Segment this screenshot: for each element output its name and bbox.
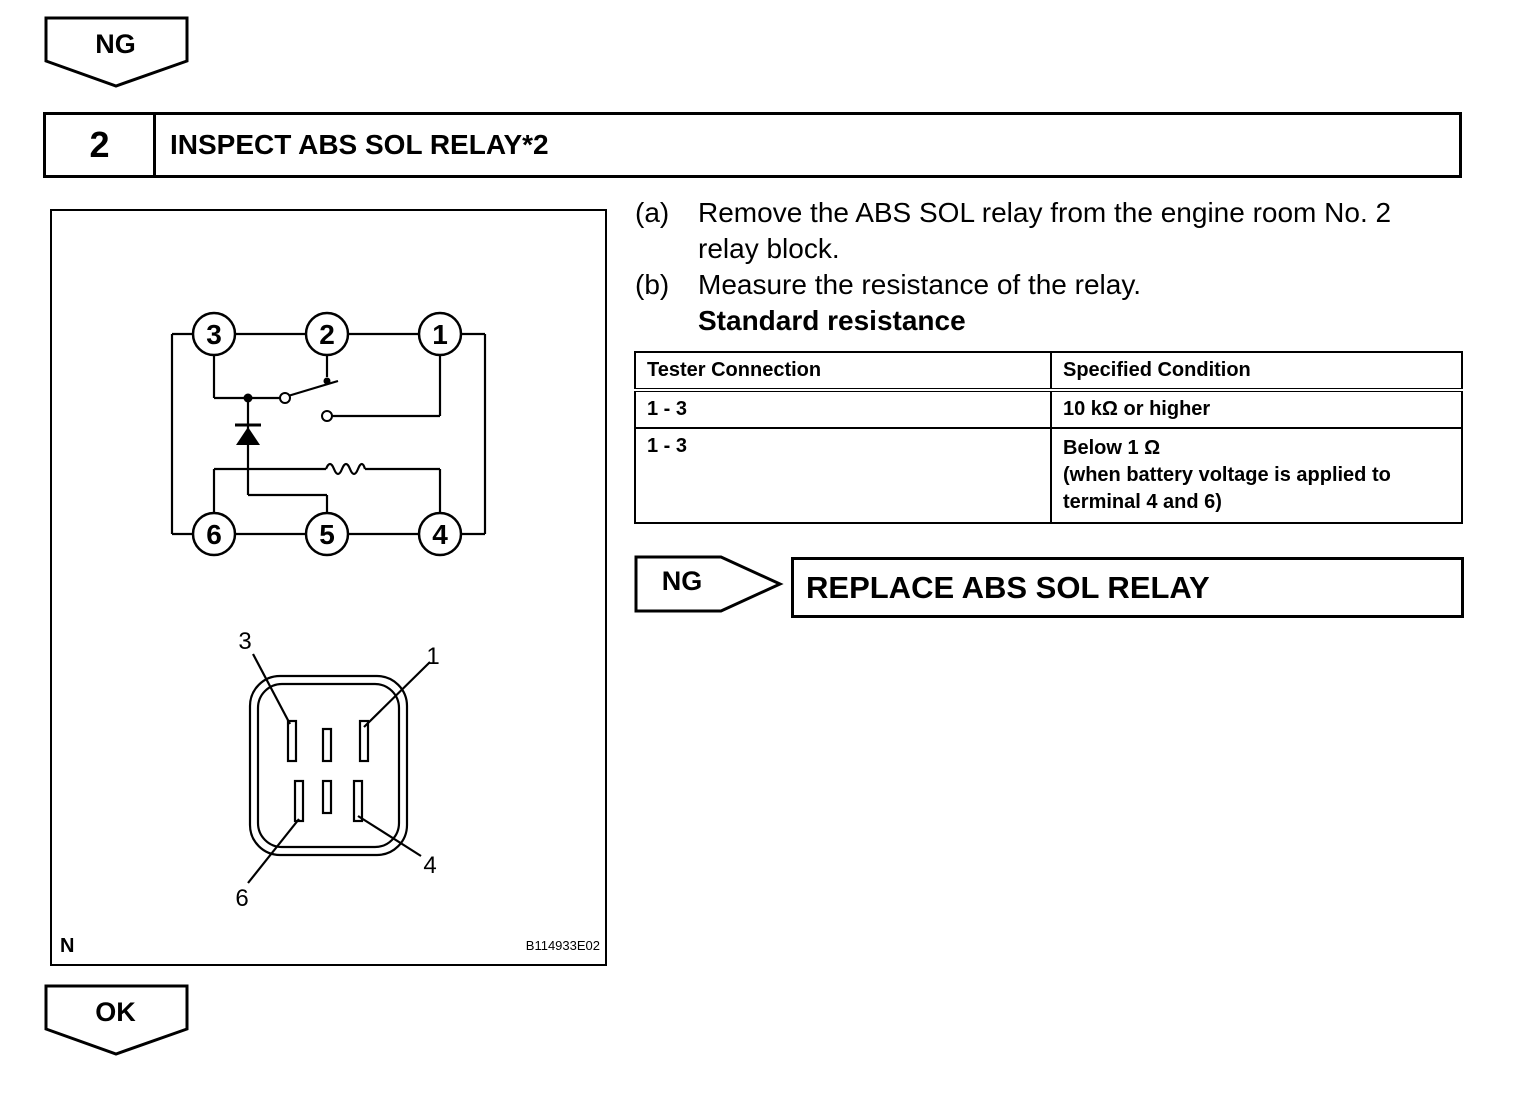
- spec-table: Tester Connection Specified Condition 1 …: [634, 351, 1463, 524]
- ok-flow-label: OK: [95, 997, 136, 1027]
- relay-figure: 3 2 1 6 5 4 3 1 4 6: [50, 209, 607, 966]
- instruction-list: (a) Remove the ABS SOL relay from the en…: [635, 195, 1465, 339]
- terminal-3-label: 3: [206, 319, 222, 350]
- ng-flow-label: NG: [95, 29, 136, 59]
- spec-table-header: Tester Connection Specified Condition: [634, 351, 1463, 392]
- ng-result-arrow: [634, 555, 784, 613]
- connector-pin-6-label: 6: [235, 885, 248, 912]
- figure-code: B114933E02: [526, 938, 600, 953]
- table-row: 1 - 3 Below 1 Ω (when battery voltage is…: [634, 427, 1463, 524]
- terminal-2-label: 2: [319, 319, 335, 350]
- terminal-4-label: 4: [432, 519, 448, 550]
- terminal-5-label: 5: [319, 519, 335, 550]
- corner-mark: N: [60, 935, 74, 957]
- table-row: 1 - 3 10 kΩ or higher: [634, 389, 1463, 429]
- replace-action: REPLACE ABS SOL RELAY: [791, 557, 1464, 618]
- ok-flow-arrow: [44, 984, 189, 1056]
- relay-diagram: 3 2 1 6 5 4 3 1 4 6: [60, 311, 600, 957]
- standard-heading: Standard resistance: [698, 305, 966, 336]
- ng-flow-arrow: [44, 16, 189, 88]
- instruction-b: (b) Measure the resistance of the relay.: [635, 269, 1142, 300]
- connector-pin-3-label: 3: [238, 628, 251, 655]
- connector-pin-4-label: 4: [423, 852, 436, 879]
- terminal-1-label: 1: [432, 319, 448, 350]
- instruction-a: (a) Remove the ABS SOL relay from the en…: [635, 197, 1392, 264]
- step-title: INSPECT ABS SOL RELAY*2: [170, 129, 549, 160]
- step-header: 2 INSPECT ABS SOL RELAY*2: [43, 112, 1462, 178]
- terminal-6-label: 6: [206, 519, 222, 550]
- ng-result-label: NG: [661, 566, 703, 596]
- connector-view: [247, 653, 431, 884]
- connector-pin-1-label: 1: [426, 643, 439, 670]
- step-number: 2: [46, 115, 156, 175]
